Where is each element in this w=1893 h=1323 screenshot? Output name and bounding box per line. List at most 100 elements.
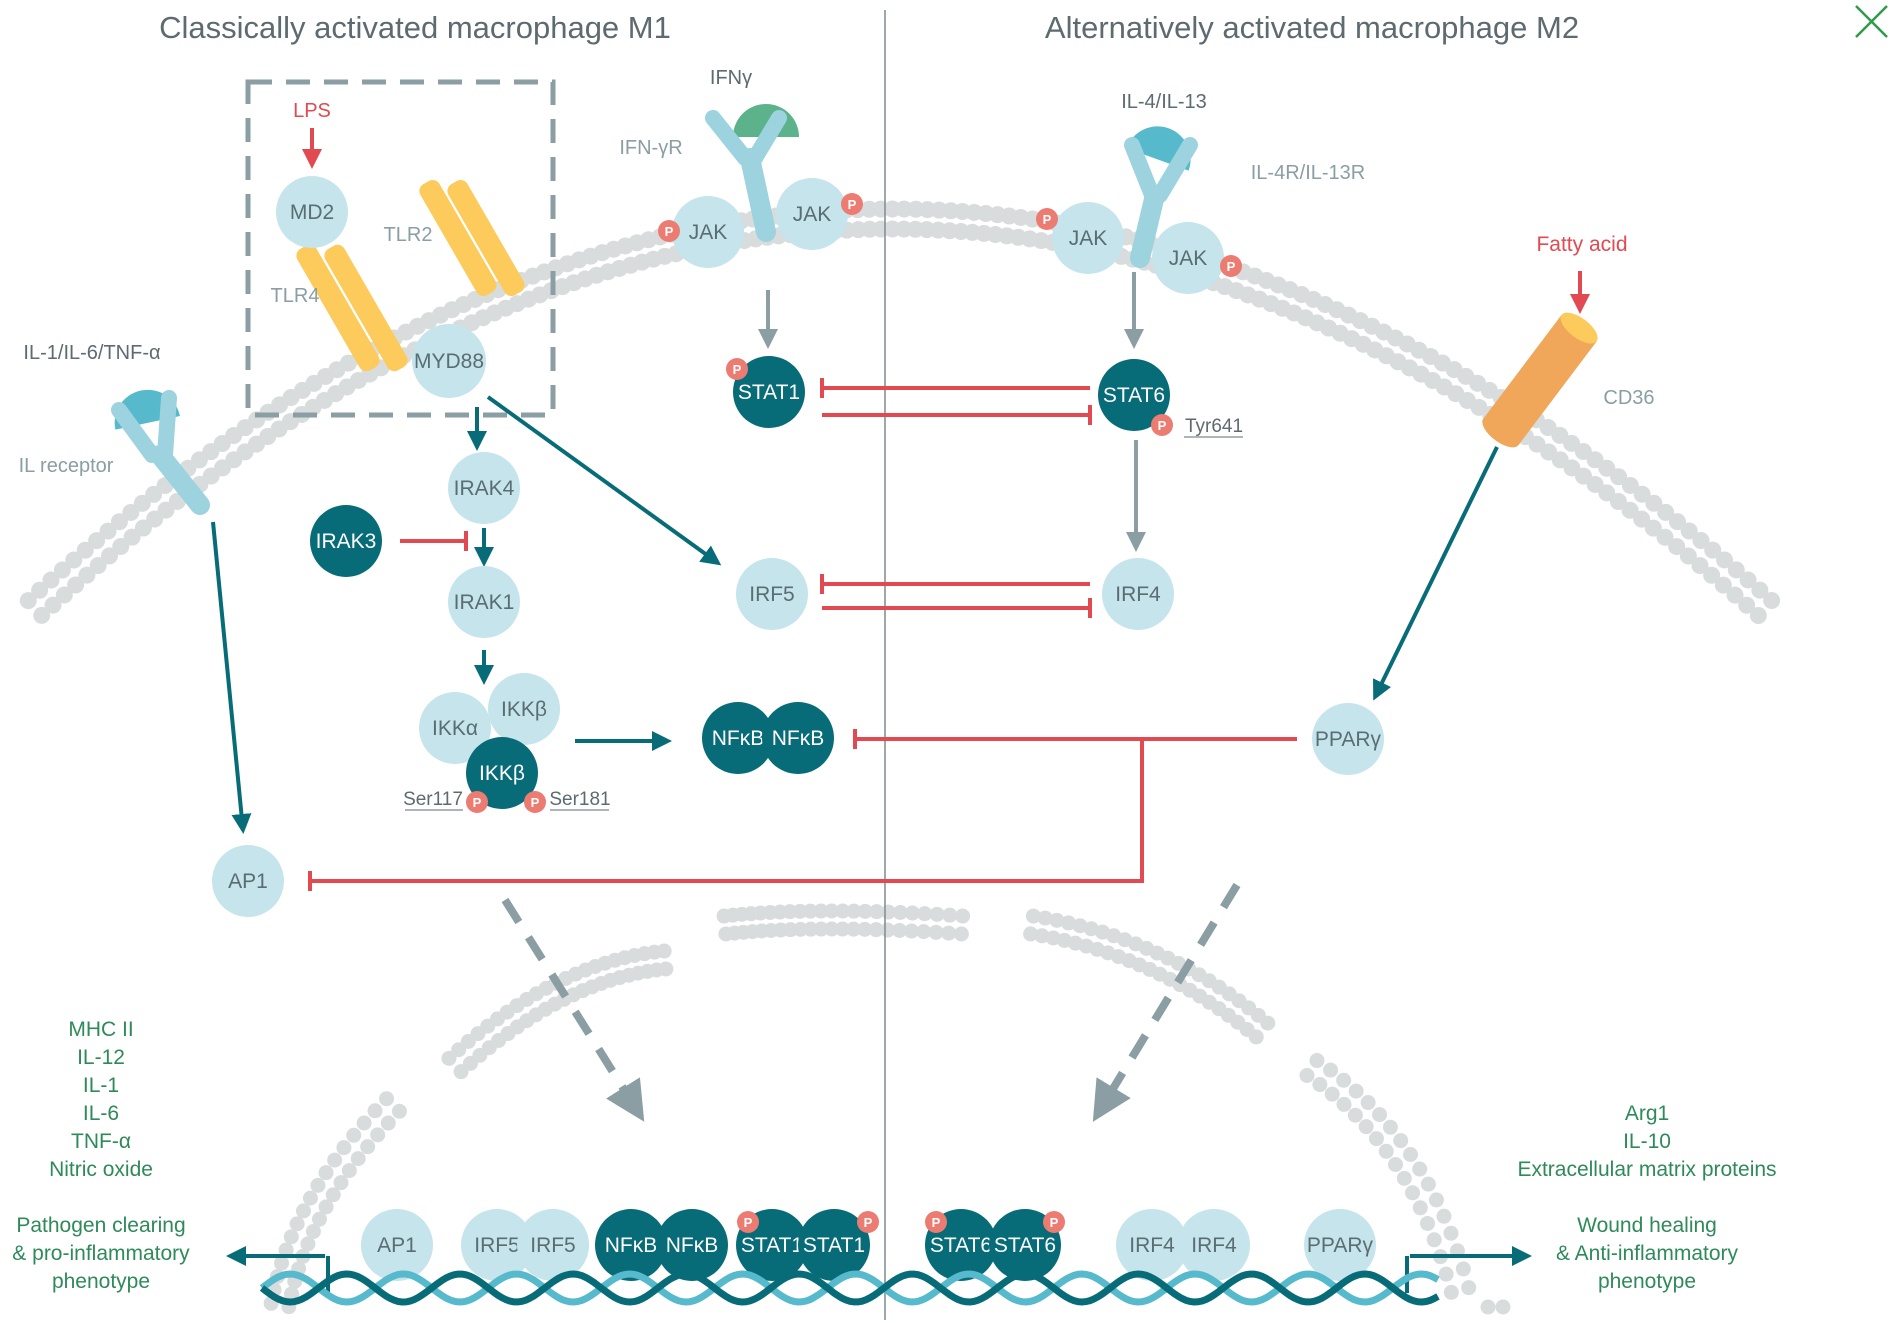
membrane-dot bbox=[928, 924, 944, 940]
membrane-dot bbox=[360, 1139, 376, 1155]
p-badge-jak1: P bbox=[658, 220, 680, 242]
jak-node-4-label: JAK bbox=[1169, 247, 1208, 270]
membrane-dot bbox=[99, 522, 117, 540]
membrane-dot bbox=[1358, 1119, 1374, 1135]
membrane-dot bbox=[1372, 1107, 1388, 1123]
dna-helix bbox=[259, 1270, 1440, 1306]
membrane-dot bbox=[379, 1091, 395, 1107]
membrane-dot bbox=[941, 925, 957, 941]
jak-node-3-label: JAK bbox=[1069, 227, 1108, 250]
phospho-sites: Tyr641 Ser117 Ser181 bbox=[403, 416, 1243, 811]
m2-phenotype-line-0: Wound healing bbox=[1577, 1214, 1717, 1237]
irf5-dna-node-2-label: IRF5 bbox=[530, 1234, 576, 1257]
membrane-dot bbox=[1049, 912, 1065, 928]
m2-phenotype-line-2: phenotype bbox=[1598, 1270, 1696, 1293]
nfkb-node-1: NFκB bbox=[702, 702, 774, 774]
membrane-dot bbox=[1455, 1261, 1471, 1277]
membrane-dot bbox=[1260, 1015, 1276, 1031]
ap1-node-label: AP1 bbox=[228, 870, 268, 893]
membrane-dot bbox=[310, 1177, 326, 1193]
membrane-dot bbox=[318, 1165, 334, 1181]
membrane-dot bbox=[824, 903, 840, 919]
membrane-dot bbox=[1657, 503, 1675, 521]
membrane-dot bbox=[33, 606, 51, 624]
irf4-dna-node-1: IRF4 bbox=[1116, 1209, 1188, 1281]
nfkb-dna-node-1-label: NFκB bbox=[605, 1234, 658, 1257]
membrane-dot bbox=[1025, 908, 1041, 924]
dna-strand bbox=[259, 1270, 1440, 1306]
membrane-dot bbox=[1679, 547, 1697, 565]
membrane-dot bbox=[1436, 1208, 1452, 1224]
il4r-label: IL-4R/IL-13R bbox=[1251, 162, 1366, 184]
membrane-dot bbox=[857, 921, 873, 937]
membrane-dot bbox=[441, 1050, 457, 1066]
membrane-dot bbox=[904, 905, 920, 921]
m2-gene-2: Extracellular matrix proteins bbox=[1517, 1158, 1776, 1181]
membrane-dot bbox=[1633, 485, 1651, 503]
il1-label: IL-1/IL-6/TNF-α bbox=[23, 342, 160, 364]
membrane-dot bbox=[278, 1242, 294, 1258]
membrane-dot bbox=[1428, 1192, 1444, 1208]
cell-membrane bbox=[19, 200, 1781, 624]
membrane-dot bbox=[67, 576, 85, 594]
il-receptor bbox=[111, 389, 210, 515]
membrane-dot bbox=[1495, 1299, 1511, 1315]
ifngr-receptor bbox=[705, 104, 799, 242]
m2-phenotype: Wound healing& Anti-inflammatoryphenotyp… bbox=[1556, 1214, 1739, 1293]
membrane-dot bbox=[100, 547, 118, 565]
membrane-dot bbox=[1461, 1280, 1477, 1296]
membrane-dot bbox=[302, 1190, 318, 1206]
membrane-dot bbox=[78, 566, 96, 584]
inhibition-lines bbox=[308, 378, 1297, 891]
stat6-dna-node-2-label: STAT6 bbox=[994, 1234, 1056, 1257]
irf5-node-label: IRF5 bbox=[749, 583, 795, 606]
membrane-dot bbox=[356, 1115, 372, 1131]
membrane-dot bbox=[1668, 538, 1686, 556]
nfkb-dna-node-1: NFκB bbox=[595, 1209, 667, 1281]
stat1-node: STAT1 bbox=[733, 356, 805, 428]
ikka-node-label: IKKα bbox=[432, 717, 478, 740]
membrane-dot bbox=[813, 921, 829, 937]
membrane-dot bbox=[1360, 1095, 1376, 1111]
m1-phenotype: Pathogen clearing& pro-inflammatorypheno… bbox=[12, 1214, 190, 1293]
membrane-dot bbox=[1034, 928, 1050, 944]
membrane-dot bbox=[1402, 1147, 1418, 1163]
md2-node-label: MD2 bbox=[290, 201, 334, 224]
membrane-dot bbox=[318, 1199, 334, 1215]
membrane-dot bbox=[658, 961, 674, 977]
membrane-dot bbox=[1716, 551, 1734, 569]
membrane-dot bbox=[1393, 1133, 1409, 1149]
membrane-dot bbox=[1645, 494, 1663, 512]
membrane-dot bbox=[1738, 596, 1756, 614]
membrane-dot bbox=[336, 1140, 352, 1156]
svg-text:P: P bbox=[932, 1215, 941, 1230]
ap1-dna-node-label: AP1 bbox=[377, 1234, 417, 1257]
membrane-dot bbox=[370, 1127, 386, 1143]
membrane-dot bbox=[824, 921, 840, 937]
il4r-receptor bbox=[1124, 126, 1198, 268]
svg-text:P: P bbox=[1158, 418, 1167, 433]
membrane-dot bbox=[1347, 1107, 1363, 1123]
membrane-dot bbox=[88, 532, 106, 550]
close-icon[interactable] bbox=[1855, 5, 1888, 38]
m2-gene-0: Arg1 bbox=[1625, 1102, 1669, 1125]
tlr4-label: TLR4 bbox=[271, 285, 320, 307]
svg-text:P: P bbox=[733, 362, 742, 377]
membrane-dot bbox=[1714, 576, 1732, 594]
membrane-dot bbox=[1751, 581, 1769, 599]
p-badge-jak3: P bbox=[1036, 208, 1058, 230]
jak-node-1-label: JAK bbox=[689, 221, 728, 244]
membrane-dot bbox=[1420, 1215, 1436, 1231]
myd88-node-label: MYD88 bbox=[414, 350, 484, 373]
m1-gene-3: IL-6 bbox=[83, 1102, 119, 1125]
membrane-dot bbox=[305, 1223, 321, 1239]
tlr4-receptor bbox=[296, 244, 408, 372]
ppar-node-label: PPARγ bbox=[1315, 728, 1382, 751]
membrane-dot bbox=[1726, 586, 1744, 604]
membrane-dot bbox=[1610, 468, 1628, 486]
membrane-dot bbox=[1586, 451, 1604, 469]
lps-label: LPS bbox=[293, 100, 331, 122]
ikka-node: IKKα bbox=[419, 692, 491, 764]
nfkb-node-1-label: NFκB bbox=[712, 727, 765, 750]
